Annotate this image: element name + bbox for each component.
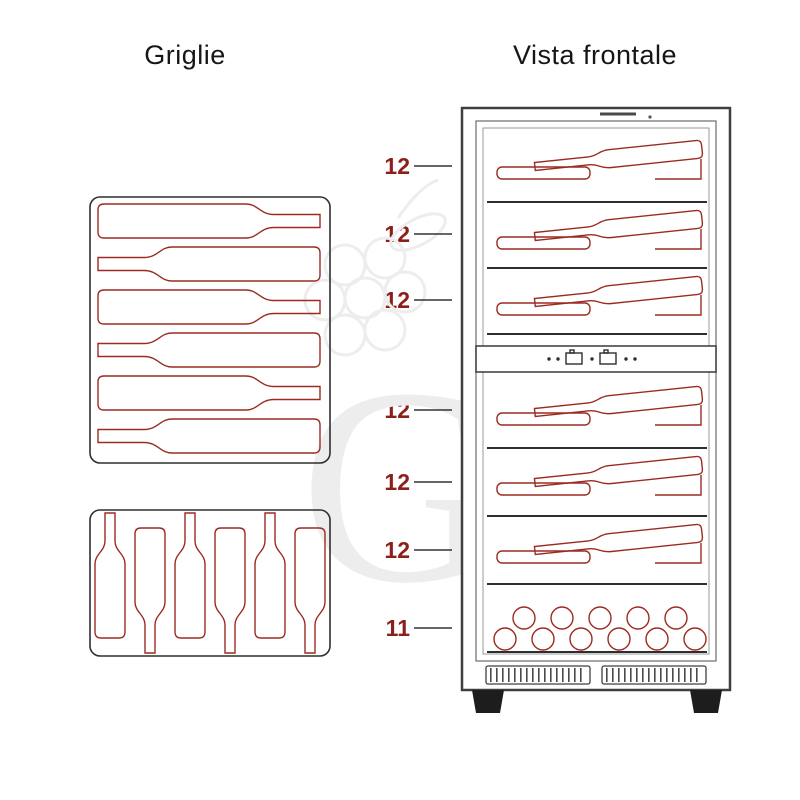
cabinet-door-frame	[475, 120, 717, 662]
shelf-grid-vertical	[89, 509, 331, 657]
front-view-title: Vista frontale	[512, 40, 678, 70]
shelf-capacity-label: 12	[384, 153, 410, 179]
cabinet-foot-left	[472, 690, 504, 713]
capacity-tick-lines	[414, 165, 452, 629]
shelf-capacity-label: 12	[384, 287, 410, 313]
shelf-lines	[487, 201, 707, 653]
control-panel	[475, 345, 717, 373]
grids-title: Griglie	[144, 40, 226, 70]
bottom-rack-bottles	[493, 606, 707, 651]
shelf-bottles-art	[496, 385, 704, 426]
shelf-capacity-label: 11	[385, 615, 410, 641]
door-handle	[600, 112, 636, 116]
cabinet-outer-frame	[460, 106, 732, 692]
base-vent-right	[601, 665, 707, 685]
cabinet-glass	[482, 127, 710, 655]
cabinet-foot-right	[690, 690, 722, 713]
door-lock-icon	[648, 115, 652, 119]
shelf-bottles-art	[496, 455, 704, 496]
shelf-capacity-label: 12	[384, 469, 410, 495]
shelf-bottles-art	[496, 139, 704, 180]
shelf-bottles-art	[496, 523, 704, 564]
shelf-bottles-art	[496, 209, 704, 250]
shelf-grid-horizontal	[89, 196, 331, 464]
base-vent-left	[485, 665, 591, 685]
control-panel-icons	[547, 349, 637, 365]
shelf-bottles-art	[496, 275, 704, 316]
shelf-capacity-label: 12	[384, 537, 410, 563]
shelf-capacity-label: 12	[384, 397, 410, 423]
wine-cabinet	[460, 106, 732, 713]
